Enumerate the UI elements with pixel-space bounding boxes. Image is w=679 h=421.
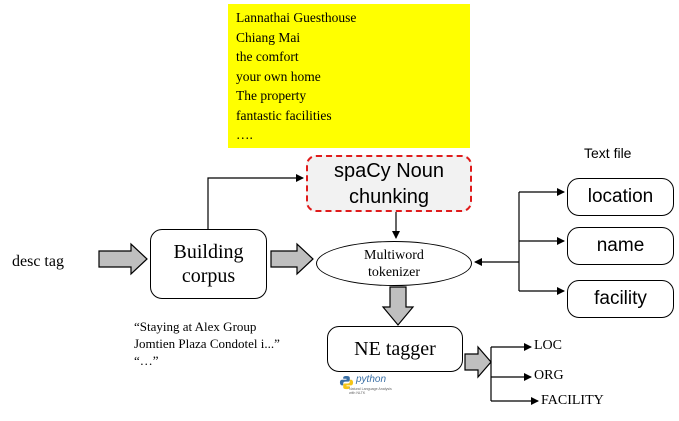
note-line: Lannathai Guesthouse (236, 10, 357, 25)
corpus-label-line2: corpus (181, 265, 236, 287)
text-file-label: Text file (584, 145, 632, 161)
building-corpus-box: Building corpus (150, 229, 267, 299)
tokenizer-label-line2: tokenizer (367, 264, 421, 280)
multiword-tokenizer-ellipse: Multiword tokenizer (316, 241, 472, 286)
python-logo-icon (339, 375, 354, 390)
desc-tag-label: desc tag (12, 253, 64, 270)
note-line: the comfort (236, 49, 299, 64)
example-description-quote: “Staying at Alex Group Jomtien Plaza Con… (134, 318, 280, 369)
output-facility-label: FACILITY (541, 393, 604, 408)
block-arrow-tokenizer-to-ner (381, 286, 415, 326)
note-line: Chiang Mai (236, 29, 301, 45)
output-org-label: ORG (534, 368, 564, 383)
arrow-corpus-to-spacy (207, 174, 304, 229)
corpus-label-line1: Building (173, 241, 244, 263)
block-arrow-corpus-to-tokenizer (270, 242, 314, 276)
python-logo-word: python (356, 374, 387, 385)
facility-file-box: facility (567, 280, 674, 318)
facility-file-label: facility (594, 288, 647, 309)
spacy-label-line2: chunking (348, 185, 430, 208)
quote-line: “Staying at Alex Group (134, 319, 257, 334)
location-file-label: location (587, 186, 654, 207)
spacy-noun-chunking-box: spaCy Noun chunking (306, 155, 472, 212)
tokenizer-label-line1: Multiword (364, 247, 424, 263)
ne-tagger-label: NE tagger (354, 337, 436, 360)
quote-line: “…” (134, 353, 159, 368)
note-line: The property (236, 88, 307, 103)
example-phrases-note: Lannathai Guesthouse Chiang Mai the comf… (228, 4, 470, 148)
quote-line: Jomtien Plaza Condotel i...” (134, 336, 280, 351)
location-file-box: location (567, 178, 674, 216)
name-file-label: name (596, 235, 645, 256)
spacy-label-line1: spaCy Noun (333, 159, 445, 182)
block-arrow-ner-to-outputs (464, 345, 492, 379)
python-logo-subtitle: Natural Language Analysis with NLTK (349, 387, 392, 395)
name-file-box: name (567, 227, 674, 265)
note-line: fantastic facilities (236, 107, 332, 123)
output-loc-label: LOC (534, 338, 562, 353)
note-line: …. (236, 127, 253, 142)
note-line: your own home (236, 68, 321, 84)
block-arrow-desc-to-corpus (98, 242, 148, 276)
ne-tagger-box: NE tagger (327, 326, 463, 372)
